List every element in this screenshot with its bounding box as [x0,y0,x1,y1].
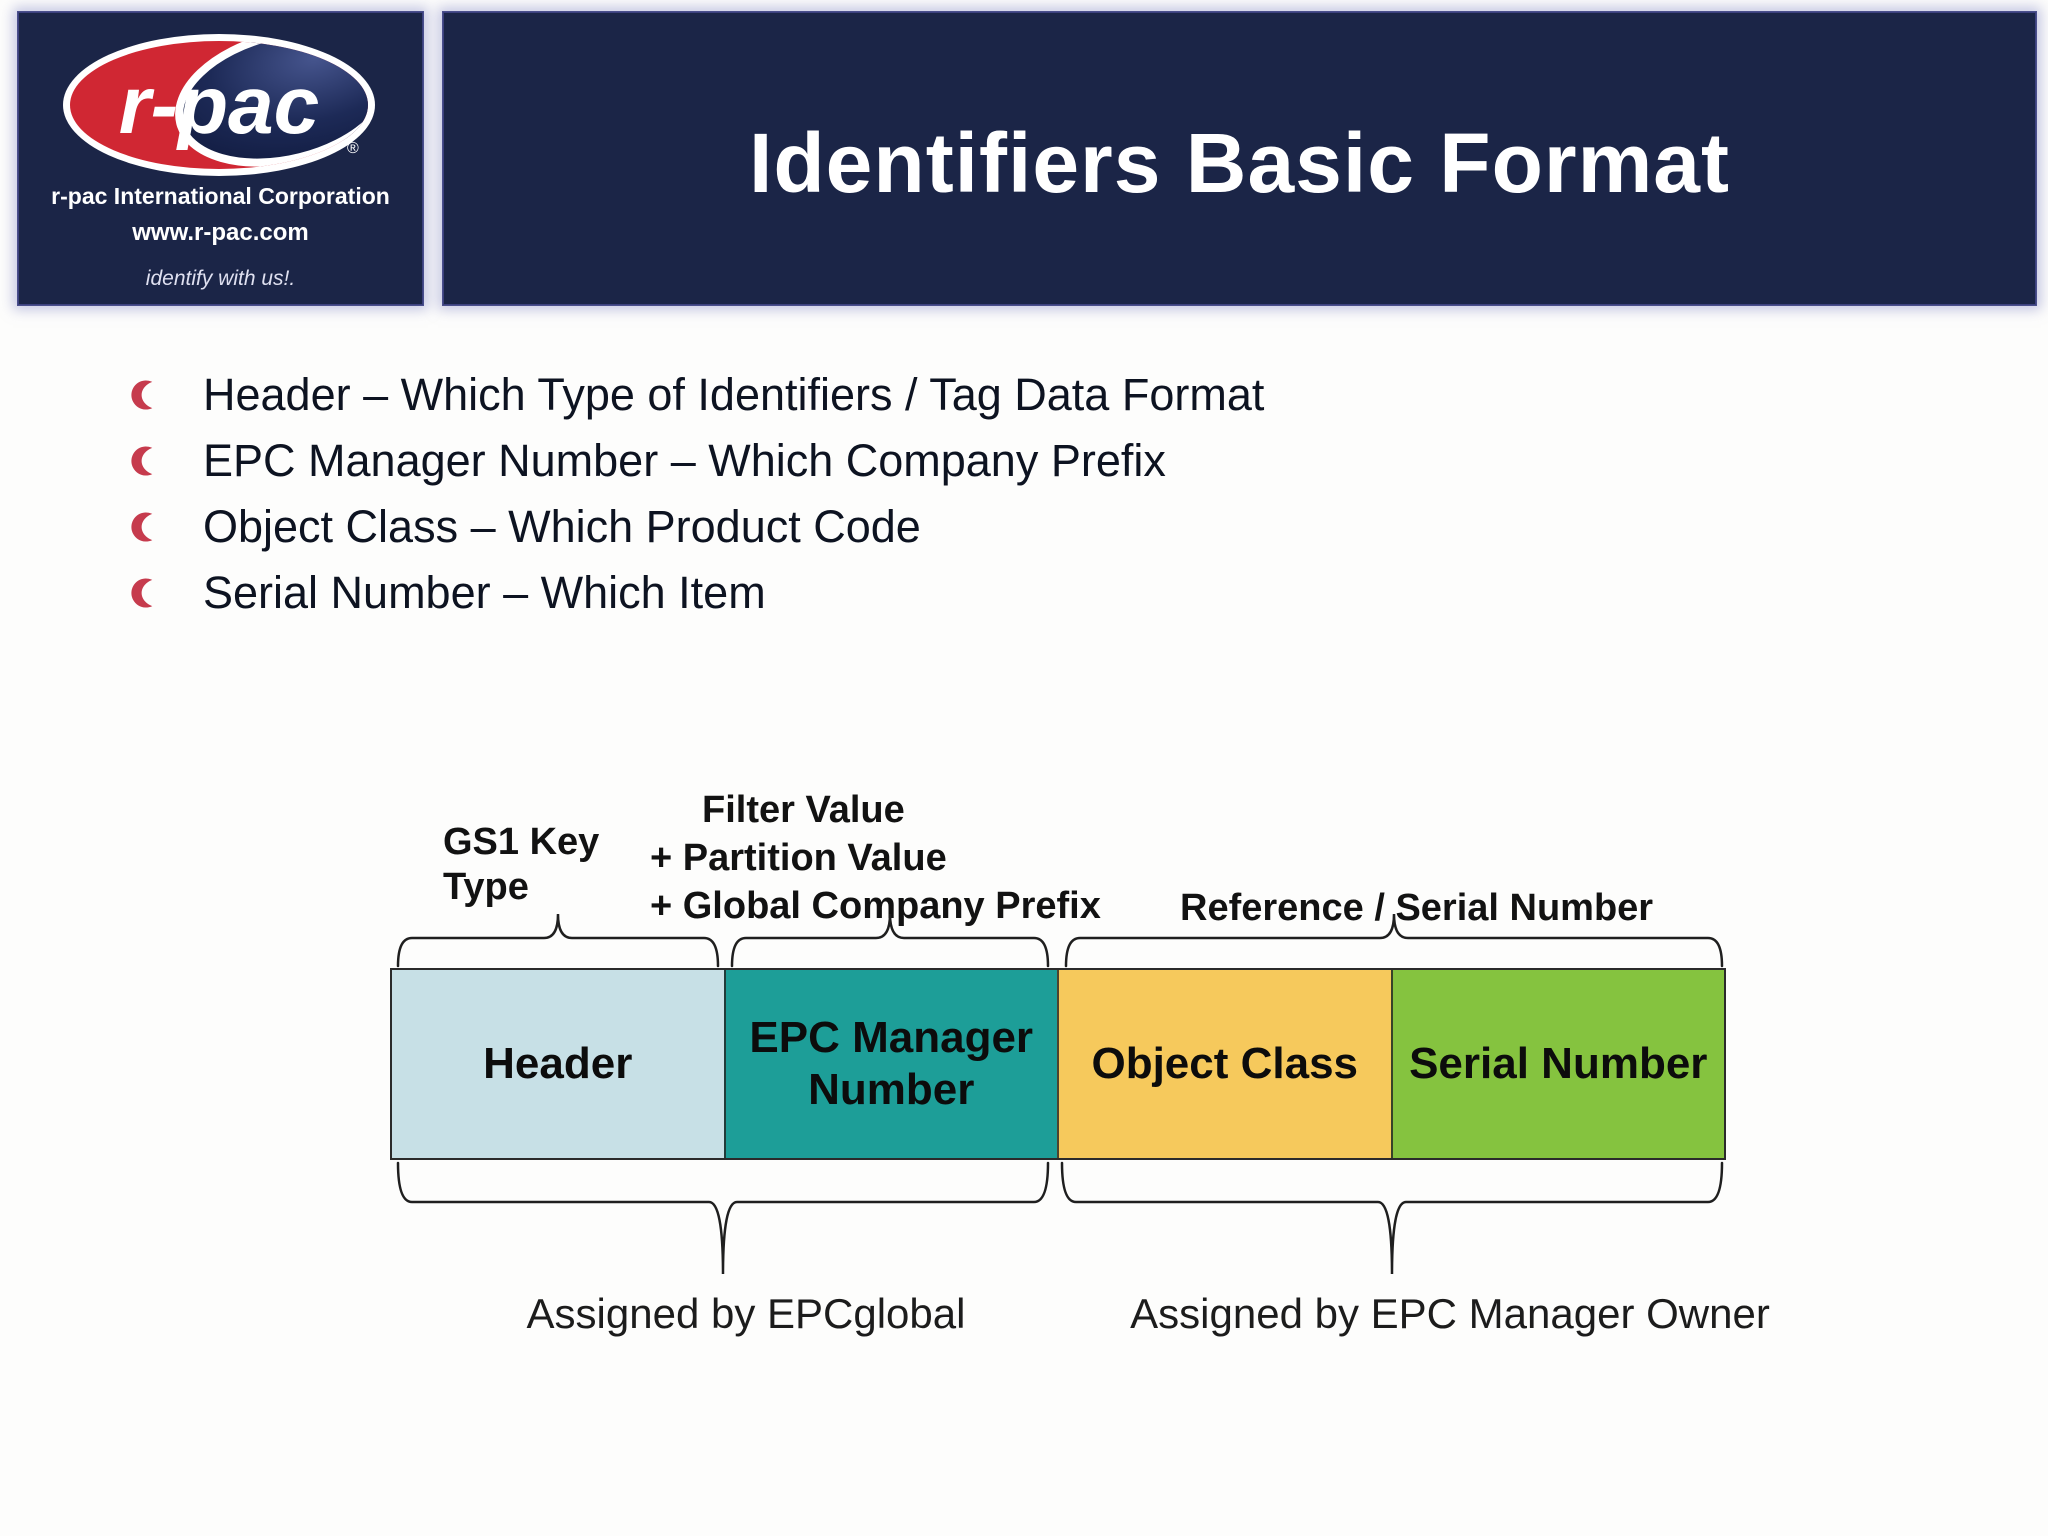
label-filter-partition-prefix: Filter Value + Partition Value + Global … [650,786,1101,930]
label-line: Type [443,866,529,908]
bullet-text: Header – Which Type of Identifiers / Tag… [203,369,1265,420]
label-line: GS1 Key [443,821,600,863]
logo-company-name: r-pac International Corporation [51,183,390,209]
segment-label: Serial Number [1409,1039,1708,1088]
crescent-bullet-icon [131,446,153,476]
label-line: Reference / Serial Number [1180,887,1654,929]
title-bar: Identifiers Basic Format [443,12,2036,305]
bullet-text: Object Class – Which Product Code [203,501,921,552]
segment-epc-manager-number: EPC Manager Number [723,970,1057,1158]
logo-website: www.r-pac.com [132,219,309,246]
crescent-bullet-icon [131,578,153,608]
crescent-bullet-icon [131,380,153,410]
logo-brand-text: r-pac [119,60,320,151]
epc-format-segments: Header EPC Manager Number Object Class S… [390,968,1726,1160]
label-line: + Global Company Prefix [650,885,1101,927]
bullet-item: Serial Number – Which Item [130,560,1264,626]
bullet-text: Serial Number – Which Item [203,567,766,618]
logo-registered-mark: ® [347,140,359,157]
bottom-brace-manager-owner [1060,1161,1724,1275]
logo-panel: r-pac ® r-pac International Corporation … [18,12,423,305]
segment-label: Object Class [1091,1039,1359,1088]
segment-object-class: Object Class [1057,970,1391,1158]
bullet-list: Header – Which Type of Identifiers / Tag… [130,362,1264,626]
label-gs1-key-type: GS1 Key Type [443,820,599,910]
label-assigned-by-epc-manager-owner: Assigned by EPC Manager Owner [1130,1290,1770,1337]
rpac-logo-icon: r-pac ® [63,34,375,176]
label-reference-serial-number: Reference / Serial Number [1180,884,1653,932]
segment-serial-number: Serial Number [1390,970,1724,1158]
bullet-item: Header – Which Type of Identifiers / Tag… [130,362,1264,428]
label-line: Filter Value [702,789,905,831]
bullet-text: EPC Manager Number – Which Company Prefi… [203,435,1166,486]
bottom-brace-epcglobal [396,1161,1050,1275]
bullet-item: Object Class – Which Product Code [130,494,1264,560]
slide-title: Identifiers Basic Format [749,116,1730,210]
label-line: + Partition Value [650,837,947,879]
segment-label: Header [483,1039,633,1088]
bullet-item: EPC Manager Number – Which Company Prefi… [130,428,1264,494]
segment-header: Header [392,970,724,1158]
segment-label: EPC Manager Number [749,1013,1034,1114]
logo-tagline: identify with us!. [145,267,296,290]
label-assigned-by-epcglobal: Assigned by EPCglobal [526,1290,966,1337]
crescent-bullet-icon [131,512,153,542]
